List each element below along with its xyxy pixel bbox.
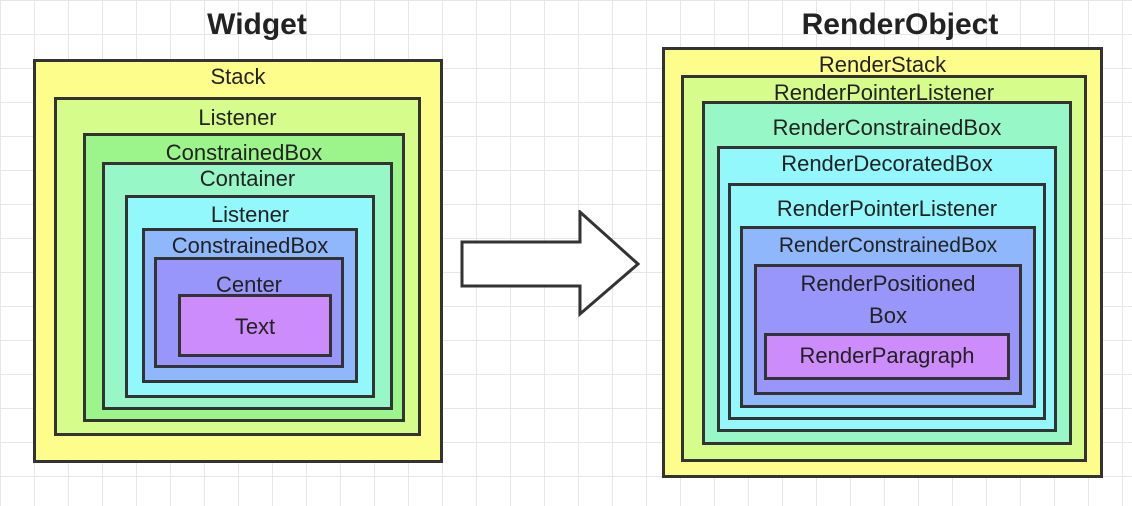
render-pointer-listener-inner-label: RenderPointerListener	[776, 196, 998, 221]
text-label: Text	[234, 314, 276, 339]
renderobject-title: RenderObject	[801, 8, 999, 41]
render-constrained-box-inner-label: RenderConstrainedBox	[778, 234, 998, 257]
render-positioned-box-label-line1: RenderPositioned	[800, 271, 976, 296]
listener-outer-label: Listener	[198, 105, 277, 130]
right-arrow-icon	[460, 210, 641, 318]
render-constrained-box-outer-label: RenderConstrainedBox	[772, 115, 1002, 140]
stack-label: Stack	[210, 64, 266, 89]
render-positioned-box-label-line2: Box	[869, 303, 907, 328]
render-paragraph-label: RenderParagraph	[799, 343, 975, 368]
render-paragraph-box: RenderParagraph	[764, 333, 1010, 380]
text-box: Text	[178, 294, 332, 357]
constrained-box-inner-label: ConstrainedBox	[171, 233, 329, 258]
constrained-box-outer-label: ConstrainedBox	[165, 140, 323, 165]
container-label: Container	[199, 166, 296, 191]
widget-title: Widget	[207, 8, 307, 41]
listener-inner-label: Listener	[210, 202, 290, 227]
center-label: Center	[215, 272, 283, 297]
render-decorated-box-label: RenderDecoratedBox	[781, 151, 993, 176]
render-pointer-listener-outer-label: RenderPointerListener	[773, 80, 995, 105]
render-stack-label: RenderStack	[818, 52, 947, 77]
